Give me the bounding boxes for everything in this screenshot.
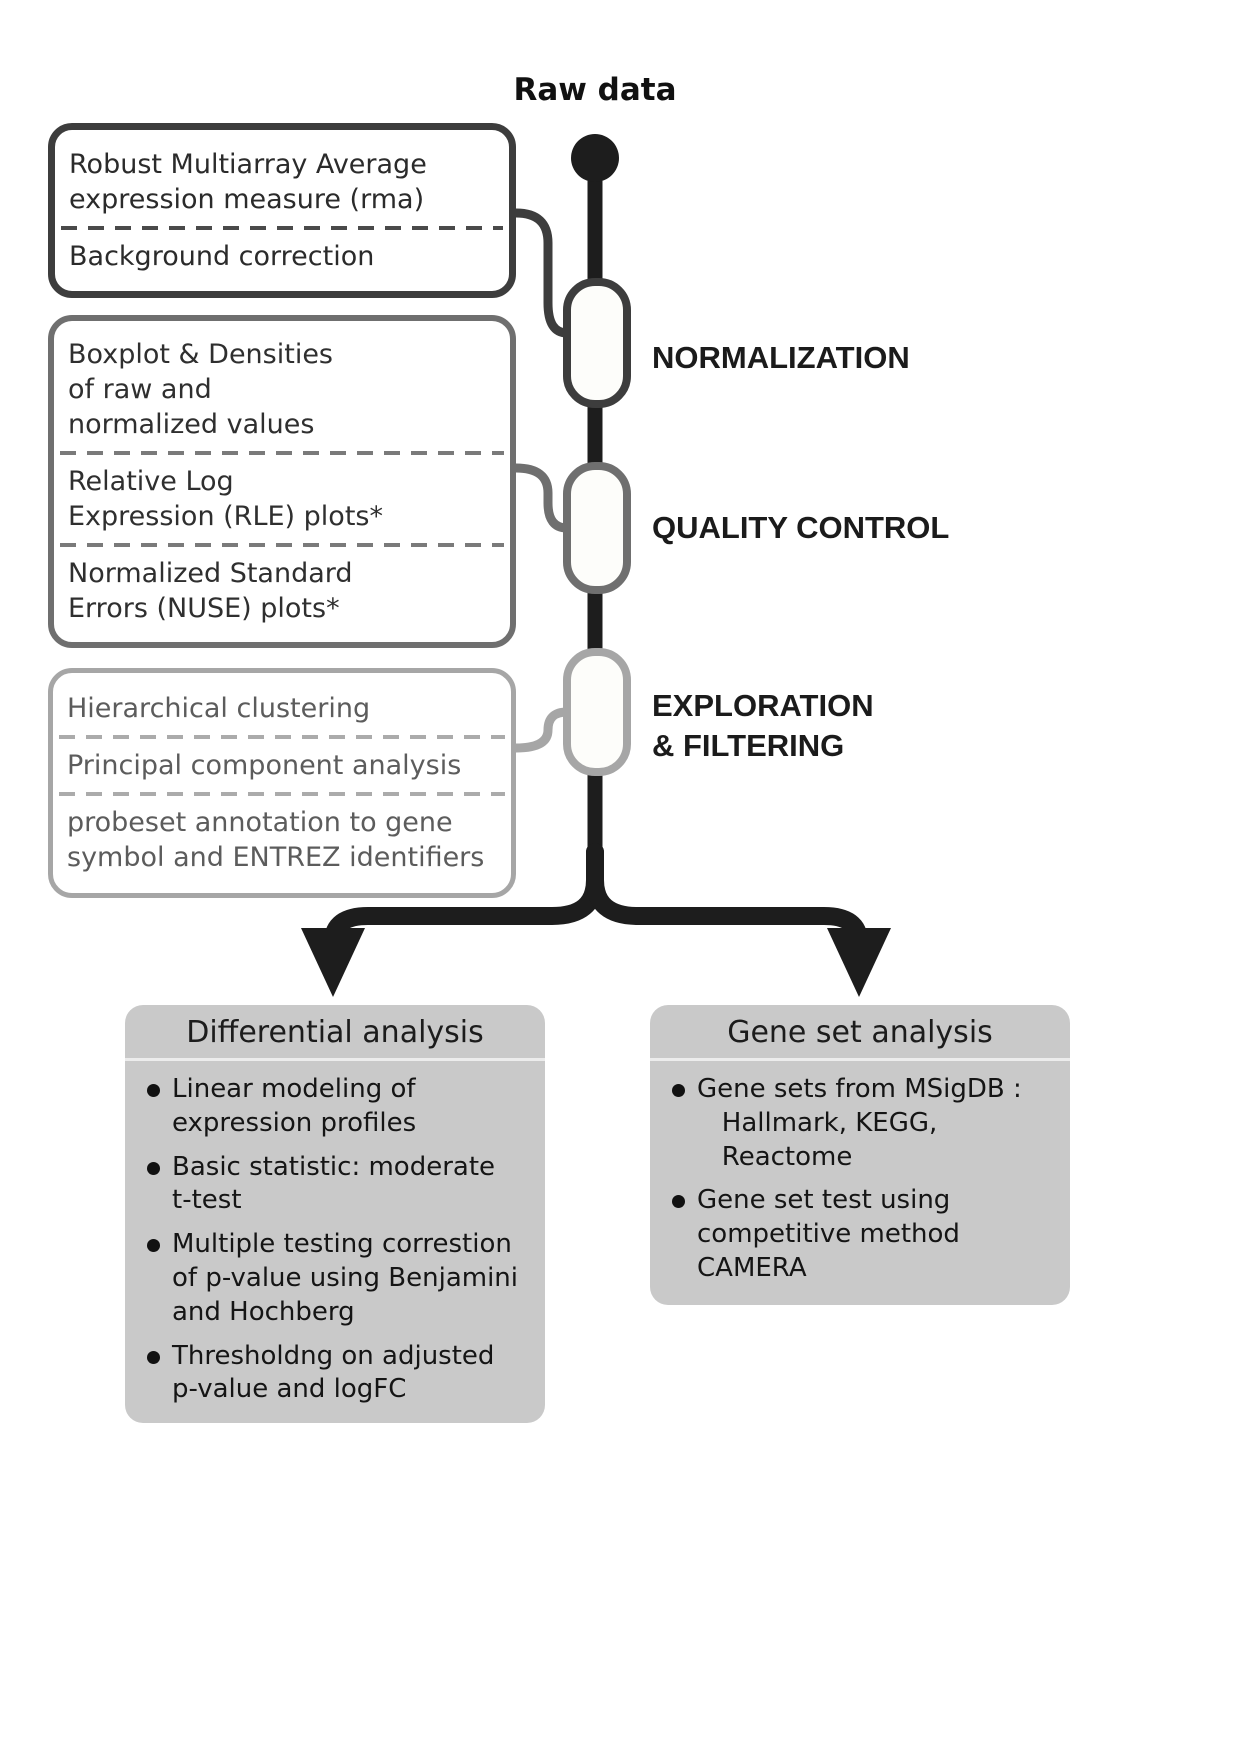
stage-label-normalization: NORMALIZATION [652, 340, 910, 375]
connector-normalization [511, 208, 572, 338]
dashed-divider [60, 543, 504, 548]
list-item: Multiple testing correstion of p-value u… [147, 1228, 535, 1329]
dashed-divider [61, 226, 503, 231]
dashed-divider [59, 792, 505, 796]
method-hierarchical-clustering: Hierarchical clustering [67, 692, 371, 724]
bullet-text: Gene set test using competitive method C… [697, 1185, 960, 1283]
bullet-text: Gene sets from MSigDB : Hallmark, KEGG, … [697, 1074, 1022, 1172]
right-arrowhead [827, 928, 891, 997]
exploration-methods-box: Hierarchical clustering Principal compon… [48, 668, 516, 898]
bullet-marker [147, 1161, 160, 1175]
quality-control-methods-box: Boxplot & Densities of raw and normalize… [48, 315, 516, 648]
bullet-marker [672, 1084, 685, 1097]
stage-label-quality-control: QUALITY CONTROL [652, 510, 950, 545]
bullet-marker [147, 1084, 160, 1097]
bullet-marker [672, 1195, 685, 1209]
normalization-methods-box: Robust Multiarray Average expression mea… [48, 123, 516, 298]
connector-exploration [511, 707, 572, 753]
dashed-divider [60, 450, 504, 455]
exploration-node [563, 648, 631, 776]
method-pca: Principal component analysis [67, 749, 462, 781]
method-rle-plots: Relative Log Expression (RLE) plots* [68, 465, 383, 533]
gene-set-analysis-panel: Gene set analysis Gene sets from MSigDB … [650, 1005, 1070, 1305]
method-background-correction: Background correction [69, 241, 375, 273]
bullet-text: Multiple testing correstion of p-value u… [172, 1229, 519, 1327]
connector-quality-control [511, 463, 572, 533]
list-item: Gene set test using competitive method C… [672, 1184, 1060, 1285]
stage-label-exploration-filtering: EXPLORATION & FILTERING [652, 688, 874, 764]
bullet-text: Thresholdng on adjusted p-value and logF… [172, 1340, 495, 1405]
bullet-text: Linear modeling of expression profiles [172, 1074, 417, 1138]
dashed-divider [59, 734, 505, 739]
method-rma: Robust Multiarray Average expression mea… [69, 148, 427, 215]
bullet-text: Basic statistic: moderate t-test [172, 1151, 496, 1216]
bullet-marker [147, 1350, 160, 1364]
bullet-list: Linear modeling of expression profiles B… [125, 1061, 545, 1415]
panel-title: Differential analysis [125, 1005, 545, 1061]
raw-data-dot [571, 134, 619, 182]
method-nuse-plots: Normalized Standard Errors (NUSE) plots* [68, 558, 353, 625]
differential-analysis-panel: Differential analysis Linear modeling of… [125, 1005, 545, 1423]
method-boxplot-densities: Boxplot & Densities of raw and normalize… [68, 338, 334, 440]
normalization-node [563, 278, 631, 408]
bullet-marker [147, 1239, 160, 1253]
bullet-list: Gene sets from MSigDB : Hallmark, KEGG, … [650, 1061, 1070, 1294]
list-item: Basic statistic: moderate t-test [147, 1151, 535, 1219]
list-item: Linear modeling of expression profiles [147, 1073, 535, 1141]
raw-data-label: Raw data [513, 72, 677, 108]
list-item: Gene sets from MSigDB : Hallmark, KEGG, … [672, 1073, 1060, 1174]
quality-control-node [563, 462, 631, 594]
right-branch-line [586, 843, 868, 951]
method-probeset-annotation: probeset annotation to gene symbol and E… [67, 807, 485, 874]
list-item: Thresholdng on adjusted p-value and logF… [147, 1340, 535, 1408]
left-arrowhead [301, 928, 365, 997]
panel-title: Gene set analysis [650, 1005, 1070, 1061]
